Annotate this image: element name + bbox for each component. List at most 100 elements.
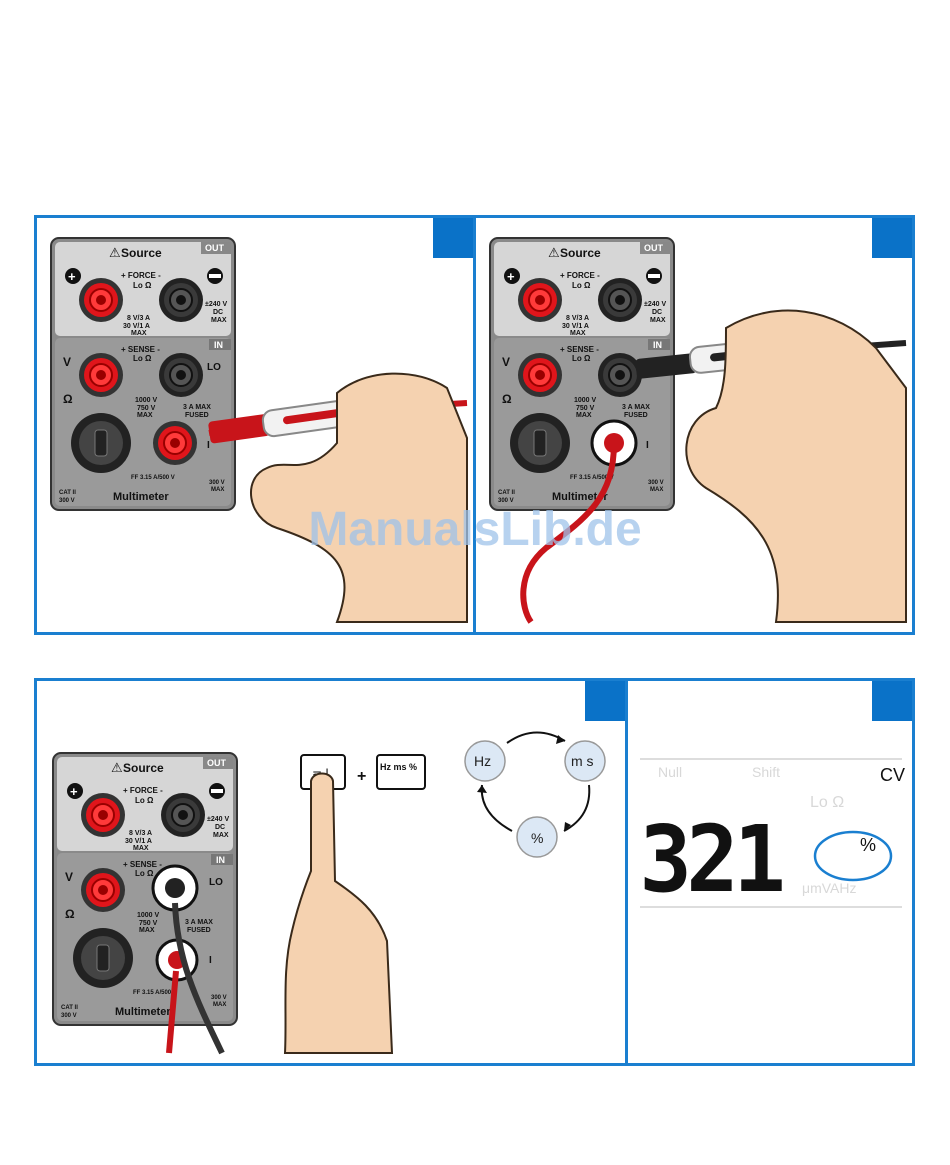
svg-text:750 V: 750 V	[139, 920, 158, 927]
svg-text:FF 3.15 A/500 V: FF 3.15 A/500 V	[133, 990, 177, 996]
svg-text:LO: LO	[209, 877, 223, 888]
svg-text:300 V: 300 V	[498, 498, 514, 504]
percent-highlight	[813, 830, 893, 882]
black-test-lead	[172, 902, 225, 1055]
step-panel-1: Source ⚠ OUT IN + + FORCE - Lo Ω 8 V/3 A…	[34, 215, 476, 635]
svg-text:1000 V: 1000 V	[135, 397, 158, 404]
svg-text:%: %	[531, 830, 543, 846]
svg-text:1000 V: 1000 V	[574, 397, 597, 404]
front-panel: Source ⚠ OUT IN + + FORCE - Lo Ω 8 V/3 A…	[50, 237, 236, 511]
plus-icon	[67, 783, 83, 799]
out-label: OUT	[205, 243, 225, 253]
svg-text:+ FORCE -: + FORCE -	[560, 271, 600, 280]
front-panel: ⚠ Source OUT IN + + FORCE - Lo Ω 8 V/3 A…	[52, 752, 238, 1026]
svg-text:V: V	[63, 355, 71, 369]
svg-text:μmVAHz: μmVAHz	[802, 880, 856, 896]
svg-text:Source: Source	[560, 246, 601, 260]
svg-text:DC: DC	[215, 824, 225, 831]
svg-text:300 V: 300 V	[59, 498, 75, 504]
display-illustration: Null Shift CV Lo Ω 321 % μmVAHz	[639, 758, 905, 914]
svg-text:8 V/3 A: 8 V/3 A	[566, 315, 589, 322]
svg-text:Lo Ω: Lo Ω	[572, 281, 591, 290]
svg-text:Lo Ω: Lo Ω	[572, 354, 591, 363]
percent-mode-icon	[516, 816, 558, 858]
step-marker	[433, 218, 473, 258]
svg-text:Shift: Shift	[752, 764, 780, 780]
red-test-lead	[520, 442, 617, 624]
lcd-digits: 321	[639, 807, 782, 914]
force-label: + FORCE -	[121, 271, 161, 280]
svg-text:Lo Ω: Lo Ω	[810, 794, 844, 811]
svg-text:CAT II: CAT II	[59, 490, 76, 496]
svg-text:Hz: Hz	[474, 753, 491, 769]
svg-text:Hz ms %: Hz ms %	[380, 762, 417, 772]
svg-text:IN: IN	[653, 340, 662, 350]
svg-text:DC: DC	[652, 309, 662, 316]
svg-text:±240 V: ±240 V	[205, 301, 227, 308]
svg-text:MAX: MAX	[213, 832, 229, 839]
svg-text:300 V: 300 V	[209, 480, 225, 486]
svg-text:IN: IN	[216, 855, 225, 865]
red-test-lead	[166, 970, 179, 1054]
svg-text:MAX: MAX	[133, 845, 149, 852]
svg-text:Multimeter: Multimeter	[115, 1006, 171, 1018]
panel-2-illustration: ⚠ Source OUT IN + + FORCE - Lo Ω 8 V/3 A…	[489, 237, 907, 624]
pointing-hand	[283, 772, 394, 1054]
svg-text:FUSED: FUSED	[624, 412, 648, 419]
step-marker	[872, 218, 912, 258]
svg-text:MAX: MAX	[211, 317, 227, 324]
svg-text:MAX: MAX	[211, 487, 224, 493]
svg-text:±240 V: ±240 V	[207, 816, 229, 823]
svg-text:DC: DC	[213, 309, 223, 316]
svg-text:Ω: Ω	[502, 392, 512, 406]
svg-text:Lo Ω: Lo Ω	[135, 796, 154, 805]
svg-text:30 V/1 A: 30 V/1 A	[562, 323, 589, 330]
cv-annunciator: CV	[880, 765, 905, 785]
source-label: Source	[121, 246, 162, 260]
svg-text:3 A MAX: 3 A MAX	[622, 404, 650, 411]
svg-text:I: I	[207, 440, 210, 451]
svg-text:3 A MAX: 3 A MAX	[183, 404, 211, 411]
svg-text:1000 V: 1000 V	[137, 912, 160, 919]
svg-text:750 V: 750 V	[576, 405, 595, 412]
step-marker	[872, 681, 912, 721]
svg-text:300 V: 300 V	[61, 1013, 77, 1019]
in-label: IN	[214, 340, 223, 350]
percent-annunciator: %	[860, 835, 876, 855]
svg-text:MAX: MAX	[570, 330, 586, 337]
svg-text:V: V	[502, 355, 510, 369]
panel-3-illustration: ⚠ Source OUT IN + + FORCE - Lo Ω 8 V/3 A…	[52, 731, 606, 1055]
hand	[250, 372, 468, 623]
svg-text:+ SENSE -: + SENSE -	[560, 345, 599, 354]
hand	[685, 309, 907, 623]
ms-mode-icon	[564, 740, 606, 782]
hz-ms-pct-key[interactable]	[376, 754, 426, 790]
plus-icon	[504, 268, 520, 284]
svg-text:±240 V: ±240 V	[644, 301, 666, 308]
svg-text:Null: Null	[658, 764, 682, 780]
svg-text:OUT: OUT	[644, 243, 664, 253]
step-panel-2: ⚠ Source OUT IN + + FORCE - Lo Ω 8 V/3 A…	[473, 215, 915, 635]
plus-icon	[65, 268, 81, 284]
svg-text:Lo Ω: Lo Ω	[133, 281, 152, 290]
black-probe	[635, 353, 697, 379]
svg-text:⚠: ⚠	[109, 245, 121, 260]
svg-text:30 V/1 A: 30 V/1 A	[123, 323, 150, 330]
sense-label: + SENSE -	[121, 345, 160, 354]
svg-text:MAX: MAX	[131, 330, 147, 337]
cycle-arrow	[506, 731, 566, 744]
svg-text:300 V: 300 V	[211, 995, 227, 1001]
svg-text:+: +	[68, 269, 76, 284]
svg-text:FUSED: FUSED	[185, 412, 209, 419]
svg-text:CAT II: CAT II	[498, 490, 515, 496]
svg-text:3 A MAX: 3 A MAX	[185, 919, 213, 926]
svg-text:MAX: MAX	[650, 317, 666, 324]
svg-text:+: +	[70, 784, 78, 799]
svg-text:⚠: ⚠	[111, 760, 123, 775]
svg-text:m s: m s	[571, 753, 594, 769]
svg-text:30 V/1 A: 30 V/1 A	[125, 838, 152, 845]
svg-text:750 V: 750 V	[137, 405, 156, 412]
svg-text:8 V/3 A: 8 V/3 A	[129, 830, 152, 837]
svg-text:MAX: MAX	[576, 412, 592, 419]
svg-text:+ SENSE -: + SENSE -	[123, 860, 162, 869]
